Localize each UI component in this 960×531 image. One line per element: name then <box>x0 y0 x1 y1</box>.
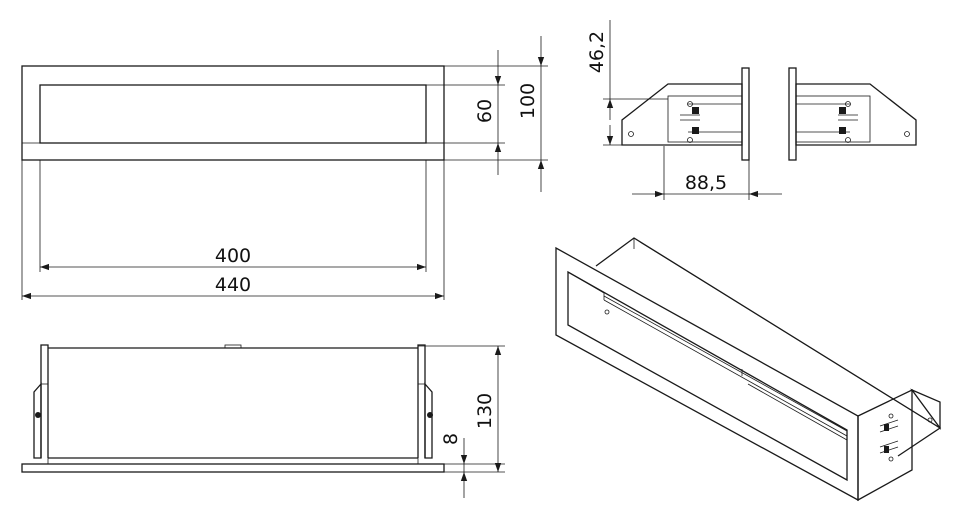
dim-flange-thickness: 8 <box>440 433 462 445</box>
right-bracket <box>795 83 917 146</box>
front-inner-opening <box>39 84 427 144</box>
dim-outer-height: 100 <box>517 83 539 119</box>
base-flange <box>21 463 445 473</box>
isometric-view <box>555 237 942 502</box>
dim-outer-width: 440 <box>215 274 251 296</box>
side-view: 130 8 <box>21 344 505 498</box>
iso-front-frame <box>555 246 859 502</box>
front-view: 400 440 60 100 <box>21 36 548 300</box>
section-view: 46,2 88,5 <box>586 20 917 200</box>
dim-inner-width: 400 <box>215 245 251 267</box>
dim-depth: 88,5 <box>685 172 727 194</box>
front-outer-frame <box>21 65 445 161</box>
dim-side-height: 130 <box>474 393 496 429</box>
dim-inner-height: 60 <box>474 99 496 123</box>
left-bracket <box>621 83 743 146</box>
dim-top-offset: 46,2 <box>586 31 608 73</box>
